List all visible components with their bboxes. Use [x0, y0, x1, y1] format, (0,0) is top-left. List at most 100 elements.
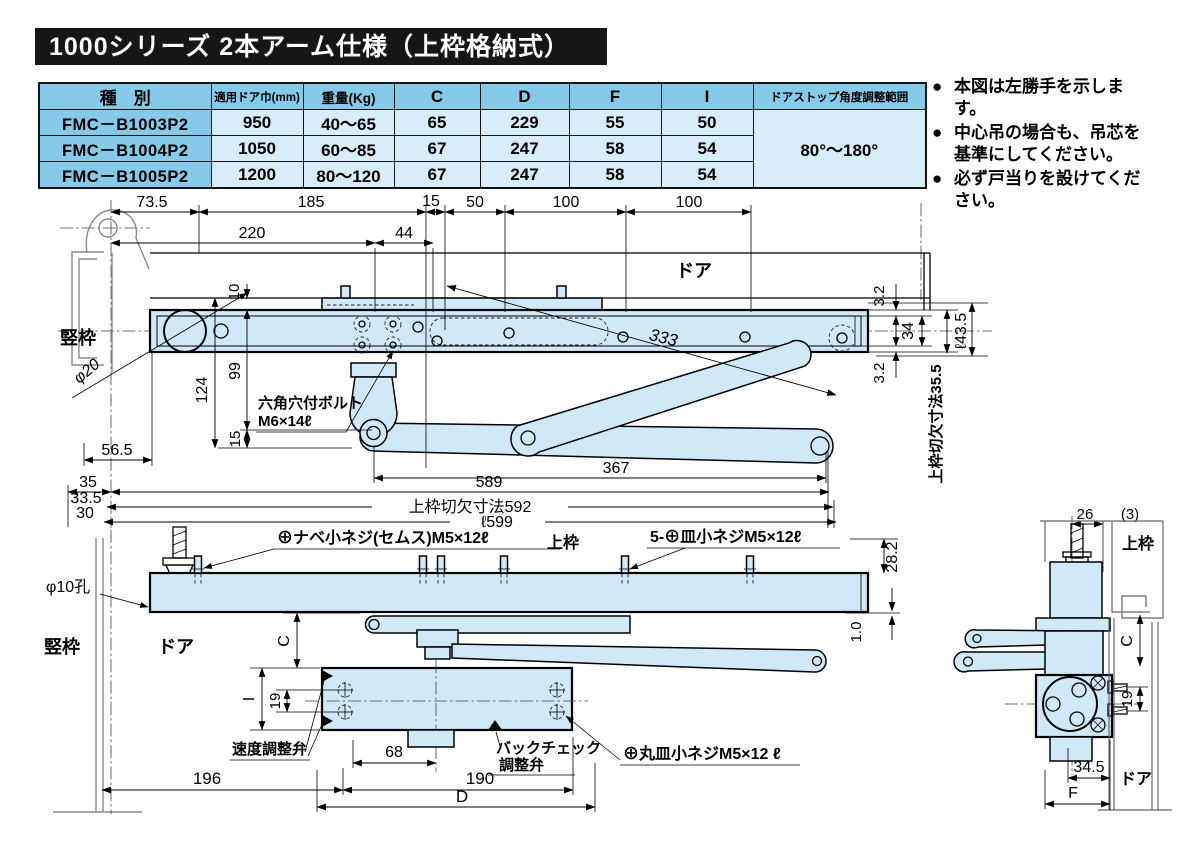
- flat-screw-label: 5-⊕皿小ネジM5×12ℓ: [650, 528, 802, 546]
- dim-C: C: [1119, 635, 1136, 647]
- plate-screws: [1090, 675, 1106, 733]
- mounting-screws: [192, 555, 756, 586]
- top-frame-label: 上枠: [547, 533, 579, 552]
- bottom-dimensions: 56.5 367 35 589 33.5 上枠切欠寸法592 30 ℓ5: [67, 352, 837, 531]
- top-frame-label: 上枠: [1122, 534, 1154, 553]
- note-text: さい。: [954, 191, 1005, 211]
- dim-367: 367: [603, 460, 630, 477]
- note-item: ●本図は左勝手を示します。: [932, 76, 1156, 121]
- dim-3-2: 3.2: [871, 286, 888, 307]
- stop-range-cell: 80°～180°: [752, 109, 927, 189]
- note-item: ●必ず戸当りを設けてください。: [932, 168, 1156, 213]
- note-text: 本図は左勝手を示します。: [954, 77, 1124, 119]
- dim-599: ℓ599: [481, 514, 513, 531]
- closer-body: [320, 666, 574, 732]
- dim-185: 185: [298, 195, 325, 211]
- spec-table: 種 別 適用ドア巾(mm) 重量(Kg) C D F I ドアストップ角度調整範…: [38, 82, 927, 189]
- arm-bracket: [350, 362, 397, 378]
- technical-drawing: 竪枠 ドア: [44, 195, 1172, 814]
- front-view: 竪枠 ドア: [44, 526, 901, 814]
- dim-592: 上枠切欠寸法592: [409, 498, 532, 516]
- dim-68: 68: [385, 744, 403, 761]
- col-f: F: [568, 82, 662, 110]
- value-cell: 80～120: [302, 161, 395, 189]
- notes-list: ●本図は左勝手を示します。 ●中心吊の場合も、吊芯を基準にしてください。 ●必ず…: [932, 76, 1156, 214]
- speed-valve-icon: [322, 715, 333, 727]
- left-dimensions: 10 99 15 124: [194, 284, 372, 449]
- round-screw-label: ⊕丸皿小ネジM5×12 ℓ: [623, 744, 781, 763]
- value-cell: 950: [210, 109, 304, 136]
- page-title: 1000シリーズ 2本アーム仕様（上枠格納式）: [35, 28, 607, 65]
- value-cell: 247: [479, 135, 570, 162]
- dim-15: 15: [227, 431, 244, 448]
- value-cell: 58: [568, 161, 662, 189]
- model-cell: FMC－B1003P2: [38, 109, 212, 136]
- hanger-hole: [163, 309, 207, 353]
- note-text: 中心吊の場合も、吊芯を: [954, 122, 1141, 142]
- value-cell: 65: [393, 109, 481, 136]
- hidden-holes: [353, 315, 856, 354]
- speed-valve-icon: [322, 670, 333, 682]
- dim-3-2: 3.2: [871, 363, 888, 384]
- dim-I: I: [241, 697, 258, 701]
- door-label: ドア: [1120, 771, 1152, 788]
- table-row: FMC－B1005P2 1200 80～120 67 247 58 54: [38, 161, 926, 189]
- closer-plate: [1035, 617, 1111, 632]
- table-header-row: 種 別 適用ドア巾(mm) 重量(Kg) C D F I ドアストップ角度調整範…: [38, 82, 927, 110]
- dim-19: 19: [1119, 691, 1136, 708]
- dim-50: 50: [466, 195, 484, 211]
- dim-220: 220: [239, 225, 266, 242]
- dim-124: 124: [194, 377, 211, 404]
- dim-10: 10: [226, 284, 243, 301]
- body-foot: [407, 729, 455, 748]
- door-label: ドア: [676, 261, 712, 281]
- closer-rail-front: [148, 571, 870, 614]
- value-cell: 1050: [210, 135, 304, 162]
- dim-35-5: 上枠切欠寸法35.5: [927, 364, 945, 483]
- dim-34-5: 34.5: [1073, 759, 1104, 776]
- body-screws: [337, 682, 565, 720]
- dim-100: 100: [553, 195, 580, 211]
- value-cell: 229: [479, 109, 570, 136]
- table-row: FMC－B1004P2 1050 60～85 67 247 58 54: [38, 135, 926, 162]
- screw-post: [340, 285, 351, 299]
- value-cell: 54: [660, 161, 754, 189]
- dim-589: 589: [476, 474, 503, 491]
- closer-foot: [1049, 736, 1093, 762]
- col-stop-range: ドアストップ角度調整範囲: [752, 82, 927, 110]
- arm-front: [364, 615, 631, 634]
- value-cell: 54: [660, 135, 754, 162]
- backcheck-label: バックチェック: [496, 740, 601, 757]
- backcheck-label2: 調整弁: [499, 756, 544, 774]
- speed-valve-label: 速度調整弁: [232, 740, 307, 758]
- side-view: 26 (3) 上枠: [953, 506, 1172, 811]
- plan-view: 竪枠 ドア: [58, 195, 992, 531]
- hanger-bracket: [85, 209, 150, 270]
- dim-26: 26: [1077, 506, 1094, 523]
- dim-15: 15: [422, 195, 440, 210]
- value-cell: 247: [479, 161, 570, 189]
- dim-F: F: [1068, 785, 1078, 802]
- col-model: 種 別: [38, 82, 212, 110]
- dim-28-2: 28.2: [884, 541, 901, 572]
- model-cell: FMC－B1005P2: [38, 161, 212, 189]
- jamb-label: 竪枠: [44, 636, 80, 657]
- jamb-label: 竪枠: [60, 327, 96, 348]
- dim-196: 196: [193, 769, 221, 788]
- col-door-width: 適用ドア巾(mm): [210, 82, 304, 110]
- dim-3: (3): [1121, 506, 1139, 523]
- phi10-label: φ10孔: [46, 578, 90, 596]
- frame-profile: [1040, 520, 1164, 619]
- note-item: ●中心吊の場合も、吊芯を基準にしてください。: [932, 122, 1156, 167]
- value-cell: 67: [393, 135, 481, 162]
- closer-section: [1049, 561, 1103, 619]
- dim-34: 34: [900, 322, 917, 340]
- table-row: FMC－B1003P2 950 40～65 65 229 55 50 80°～1…: [38, 109, 927, 189]
- top-dimensions: 73.5 185 15 50 100 100 220 44: [110, 195, 752, 468]
- dim-30: 30: [76, 505, 94, 522]
- col-weight: 重量(Kg): [302, 82, 395, 110]
- hanger-bolt-section: [1062, 523, 1092, 563]
- dim-56-5: 56.5: [101, 442, 132, 459]
- value-cell: 40～65: [302, 109, 395, 136]
- door-label: ドア: [158, 637, 194, 657]
